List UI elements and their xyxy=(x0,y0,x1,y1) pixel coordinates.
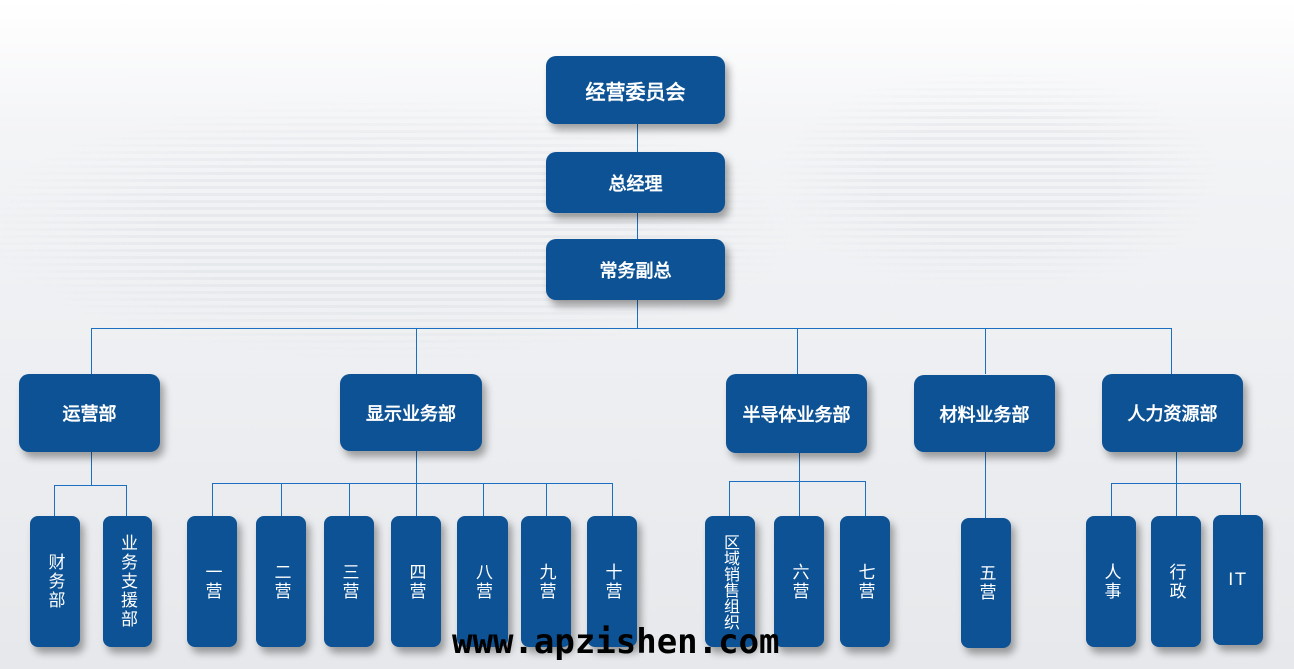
connector xyxy=(91,328,1172,329)
connector xyxy=(54,485,127,486)
node-general-manager[interactable]: 总经理 xyxy=(546,152,725,213)
connector xyxy=(212,483,613,484)
node-unit-5[interactable]: 五营 xyxy=(961,518,1011,648)
node-it[interactable]: IT xyxy=(1213,515,1263,645)
connector xyxy=(729,481,866,482)
connector xyxy=(483,483,484,516)
connector xyxy=(91,452,92,485)
connector xyxy=(637,124,638,328)
node-personnel[interactable]: 人事 xyxy=(1086,516,1136,647)
node-unit-4[interactable]: 四营 xyxy=(391,516,441,647)
connector xyxy=(212,483,213,516)
node-unit-3[interactable]: 三营 xyxy=(324,516,374,647)
connector xyxy=(985,452,986,518)
node-administration[interactable]: 行政 xyxy=(1151,516,1201,647)
connector xyxy=(1176,452,1177,516)
node-unit-7[interactable]: 七营 xyxy=(840,516,890,647)
node-unit-1[interactable]: 一营 xyxy=(187,516,237,647)
connector xyxy=(54,485,55,516)
connector xyxy=(797,328,798,374)
connector xyxy=(799,453,800,516)
node-materials-business[interactable]: 材料业务部 xyxy=(914,375,1055,452)
node-executive-vp[interactable]: 常务副总 xyxy=(546,239,725,300)
connector xyxy=(1111,483,1112,516)
connector xyxy=(91,328,92,374)
node-unit-10[interactable]: 十营 xyxy=(587,516,637,647)
connector xyxy=(1111,483,1241,484)
node-unit-2[interactable]: 二营 xyxy=(256,516,306,647)
connector xyxy=(126,485,127,516)
node-human-resources[interactable]: 人力资源部 xyxy=(1102,374,1243,452)
connector xyxy=(1171,328,1172,374)
node-display-business[interactable]: 显示业务部 xyxy=(340,374,482,451)
connector xyxy=(1240,483,1241,515)
connector xyxy=(985,328,986,374)
node-regional-sales[interactable]: 区域销售组织 xyxy=(705,516,755,647)
node-business-support[interactable]: 业务支援部 xyxy=(103,516,152,647)
watermark: www.apzishen.com xyxy=(452,622,780,662)
world-map-background xyxy=(700,60,1294,360)
connector xyxy=(546,483,547,516)
connector xyxy=(416,328,417,374)
connector xyxy=(729,481,730,516)
node-unit-6[interactable]: 六营 xyxy=(774,516,824,647)
connector xyxy=(349,483,350,516)
node-finance[interactable]: 财务部 xyxy=(30,516,80,647)
connector xyxy=(612,483,613,516)
node-unit-8[interactable]: 八营 xyxy=(457,516,508,647)
node-committee[interactable]: 经营委员会 xyxy=(546,56,725,124)
connector xyxy=(865,481,866,516)
node-operations[interactable]: 运营部 xyxy=(19,374,160,452)
node-semiconductor-business[interactable]: 半导体业务部 xyxy=(726,374,867,453)
node-unit-9[interactable]: 九营 xyxy=(521,516,571,647)
connector xyxy=(281,483,282,516)
